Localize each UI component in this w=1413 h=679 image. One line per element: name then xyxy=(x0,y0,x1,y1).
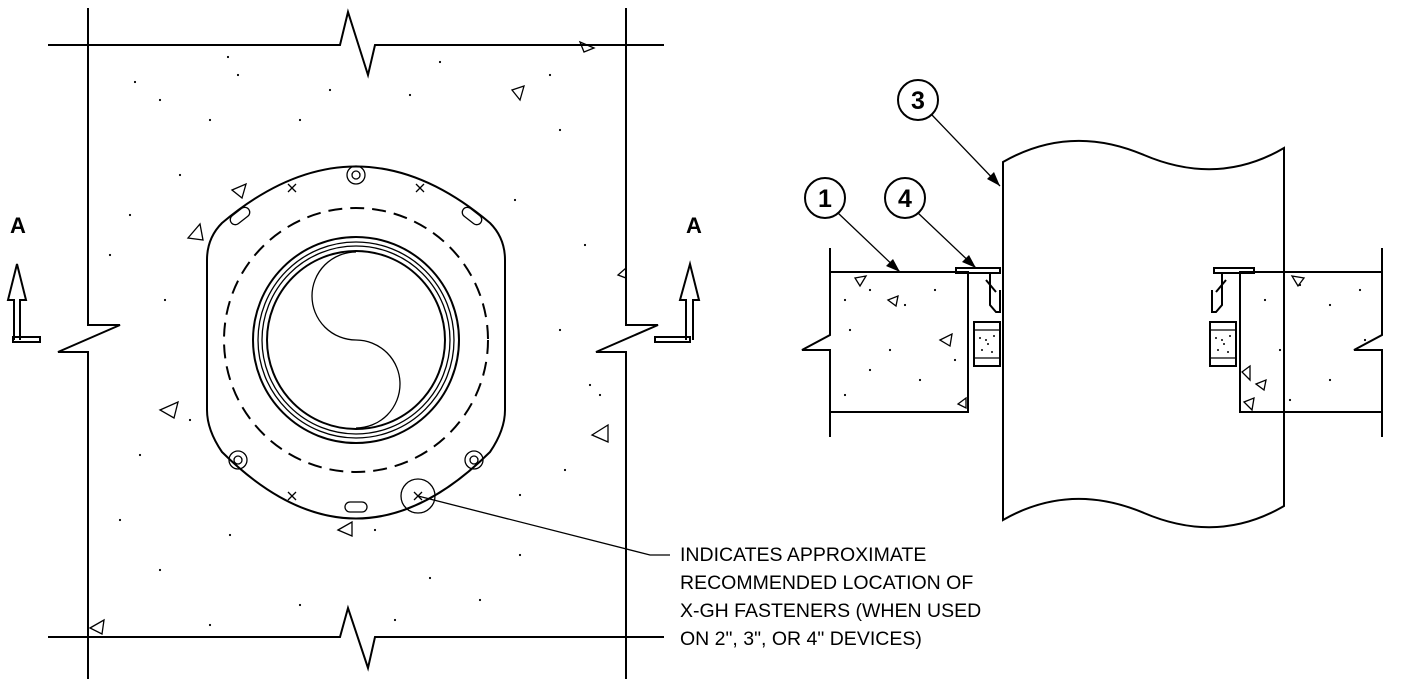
callout-4-label: 4 xyxy=(898,185,912,213)
callout-1: 1 xyxy=(804,177,901,273)
callout-4: 4 xyxy=(884,177,977,269)
section-letter-left: A xyxy=(10,213,26,238)
dashed-ring xyxy=(223,207,489,473)
slab-section-left xyxy=(801,248,969,437)
section-view: 1 4 3 xyxy=(801,79,1383,529)
firestop-device-right xyxy=(1209,267,1255,367)
aggregate-symbols xyxy=(88,40,627,635)
fastener-location-circle xyxy=(400,478,436,514)
anchor-hole-icons xyxy=(228,165,484,470)
note-line-1: INDICATES APPROXIMATE xyxy=(680,544,926,566)
slab-outline xyxy=(48,8,664,679)
fastener-note: INDICATES APPROXIMATE RECOMMENDED LOCATI… xyxy=(680,544,981,650)
note-leader xyxy=(417,495,670,556)
section-letter-right: A xyxy=(686,213,702,238)
slab-section-aggregate xyxy=(853,275,1306,412)
slab-section-hatch xyxy=(843,283,1367,402)
firestop-device-left xyxy=(955,267,1001,367)
concrete-hatch xyxy=(108,55,602,627)
plan-view: A A xyxy=(6,8,702,679)
section-marker-left: A xyxy=(6,213,41,343)
note-line-2: RECOMMENDED LOCATION OF xyxy=(680,572,973,594)
callout-1-label: 1 xyxy=(818,185,832,213)
slot-icons xyxy=(229,206,483,513)
slab-section-right xyxy=(1239,248,1383,437)
device-flange xyxy=(206,165,506,520)
callout-3-label: 3 xyxy=(911,87,925,115)
device-logo-icon xyxy=(311,251,401,429)
section-marker-right: A xyxy=(654,213,702,343)
note-line-3: X-GH FASTENERS (WHEN USED xyxy=(680,600,981,622)
callout-3: 3 xyxy=(897,79,1001,187)
note-line-4: ON 2", 3", OR 4" DEVICES) xyxy=(680,628,922,650)
firestop-device xyxy=(206,165,506,520)
pipe xyxy=(1002,139,1285,529)
fastener-x-icons xyxy=(287,183,425,501)
